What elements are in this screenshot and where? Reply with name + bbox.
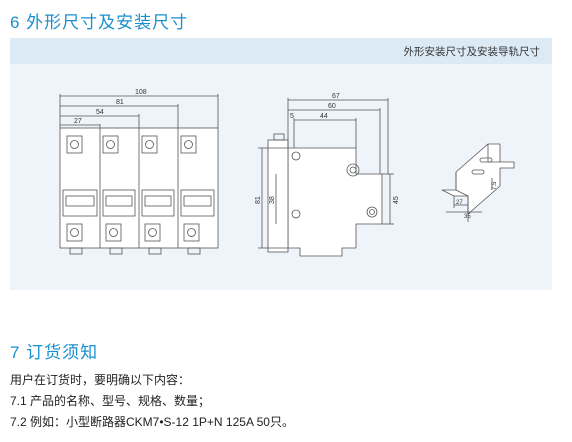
dimension-drawings: 108 81 54 27 67 60 44 5 81 38 45 27 35 7… [59, 89, 515, 257]
dim-rail-7.5: 7.5 [492, 181, 498, 190]
front-view-drawing [59, 94, 219, 255]
order-intro-line: 用户在订货时，要明确以下内容： [10, 373, 191, 387]
section-6-title: 6 外形尺寸及安装尺寸 [10, 13, 189, 32]
top-screws [66, 135, 197, 154]
din-rail-drawing [441, 143, 515, 222]
dimension-labels: 108 81 54 27 67 60 44 5 81 38 45 27 35 7… [74, 89, 498, 220]
dim-38: 38 [269, 196, 276, 204]
dim-5: 5 [290, 113, 294, 120]
side-dimension-lines [258, 98, 394, 249]
order-item-7-1: 7.1 产品的名称、型号、规格、数量； [10, 394, 211, 408]
bottom-screws [66, 223, 200, 242]
dim-67: 67 [332, 93, 340, 100]
front-dimension-lines [59, 94, 219, 128]
dim-rail-27: 27 [456, 200, 463, 206]
dim-81: 81 [116, 99, 124, 106]
section-7-title: 7 订货须知 [10, 343, 99, 362]
dim-108: 108 [135, 89, 147, 96]
dimension-caption: 外形安装尺寸及安装导轨尺寸 [403, 46, 541, 58]
dim-44: 44 [320, 113, 328, 120]
dim-27: 27 [74, 118, 82, 125]
side-view-drawing [258, 98, 394, 257]
dim-60: 60 [328, 103, 336, 110]
order-item-7-2: 7.2 例如：小型断路器CKM7•S-12 1P+N 125A 50只。 [10, 415, 294, 429]
dim-81-height: 81 [255, 196, 262, 204]
dimension-panel-header: 外形安装尺寸及安装导轨尺寸 [10, 38, 552, 64]
toggle-handles [62, 189, 215, 217]
dim-rail-35: 35 [464, 214, 471, 220]
dim-54: 54 [96, 109, 104, 116]
dim-45: 45 [393, 196, 400, 204]
